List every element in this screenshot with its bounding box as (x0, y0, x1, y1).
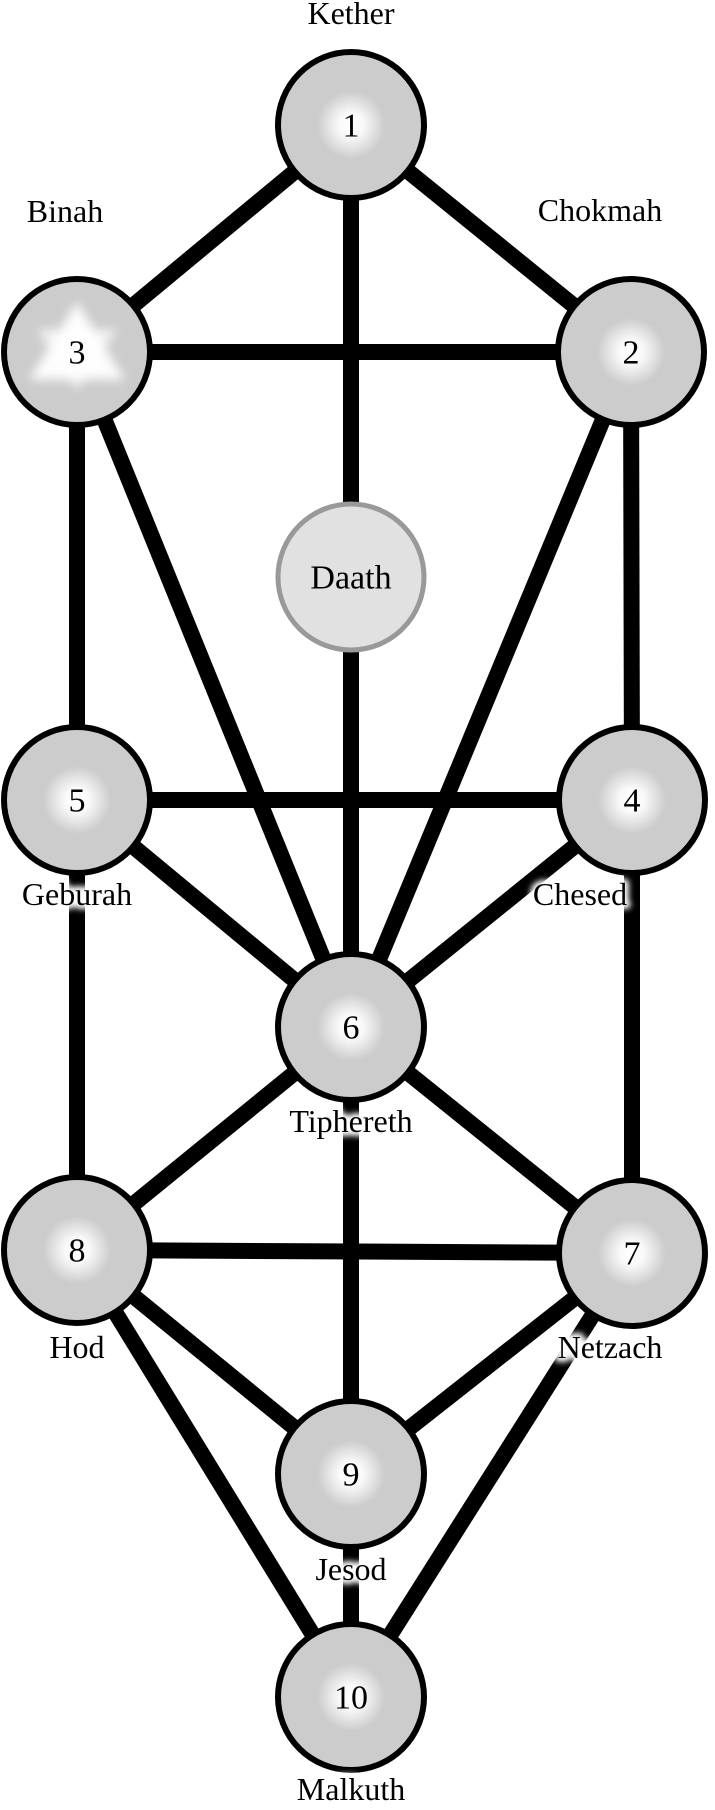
sephirah-jesod: 9 (275, 1398, 427, 1550)
node-name: Daath (310, 560, 391, 597)
label-halo: Tiphereth (289, 1103, 412, 1139)
sephirah-label-binah: Binah (27, 193, 103, 229)
number-glow (43, 766, 111, 834)
label-halo: Geburah (22, 876, 132, 912)
hexagram-icon (29, 302, 125, 390)
label-halo: Malkuth (297, 1771, 405, 1807)
labels-layer: KetherKetherChokmahChokmahBinahBinahChes… (18, 0, 666, 1810)
number-glow (317, 993, 385, 1061)
sephirah-tiphereth: 6 (275, 951, 427, 1103)
sephirah-label-malkuth: Malkuth (297, 1771, 405, 1807)
number-glow (317, 1440, 385, 1508)
path-7-10 (344, 1248, 639, 1702)
node-number: 1 (343, 108, 360, 145)
sephirah-daath: Daath (275, 501, 427, 653)
sephirah-chokmah: 2 (555, 276, 707, 428)
label-halo: Jesod (315, 1551, 386, 1587)
number-glow (597, 318, 665, 386)
sephirah-kether: 1 (275, 49, 427, 201)
sephirah-hod: 8 (1, 1174, 153, 1326)
label-halo: Hod (49, 1329, 104, 1365)
sephirah-label-tiphereth: Tiphereth (289, 1103, 412, 1139)
sephirah-netzach: 7 (556, 1177, 708, 1329)
node-number: 8 (69, 1233, 86, 1270)
sephirah-label-jesod: Jesod (315, 1551, 386, 1587)
path-2-6 (343, 348, 639, 1031)
number-glow (598, 766, 666, 834)
sephirah-malkuth: 10 (275, 1621, 427, 1773)
sephirah-chesed: 4 (556, 724, 708, 876)
node-number: 4 (624, 783, 641, 820)
path-8-10 (70, 1245, 358, 1702)
label-halo: Chokmah (538, 192, 662, 228)
label-halo: Kether (307, 0, 394, 31)
node-circle (275, 501, 427, 653)
sephirah-label-kether: Kether (307, 0, 394, 31)
node-number: 9 (343, 1457, 360, 1494)
node-number: 3 (69, 335, 86, 372)
sephirah-binah: 3 (1, 276, 153, 428)
node-number: 5 (69, 783, 86, 820)
sephirah-geburah: 5 (1, 724, 153, 876)
number-glow (598, 1219, 666, 1287)
node-number: 2 (623, 335, 640, 372)
label-halo: Binah (27, 193, 103, 229)
sephirah-label-hod: Hod (49, 1329, 104, 1365)
node-number: 10 (334, 1680, 368, 1717)
sephirah-label-chokmah: Chokmah (538, 192, 662, 228)
number-glow (43, 1216, 111, 1284)
sephirah-label-chesed: Chesed (533, 876, 627, 912)
node-number: 6 (343, 1010, 360, 1047)
label-halo: Chesed (533, 876, 627, 912)
number-glow (317, 91, 385, 159)
sephirah-label-geburah: Geburah (22, 876, 132, 912)
label-halo: Netzach (558, 1329, 663, 1365)
path-3-6 (69, 348, 359, 1031)
sephirah-label-netzach: Netzach (558, 1329, 663, 1365)
number-glow (317, 1663, 385, 1731)
path-7-8 (76, 1242, 633, 1261)
node-number: 7 (624, 1236, 641, 1273)
